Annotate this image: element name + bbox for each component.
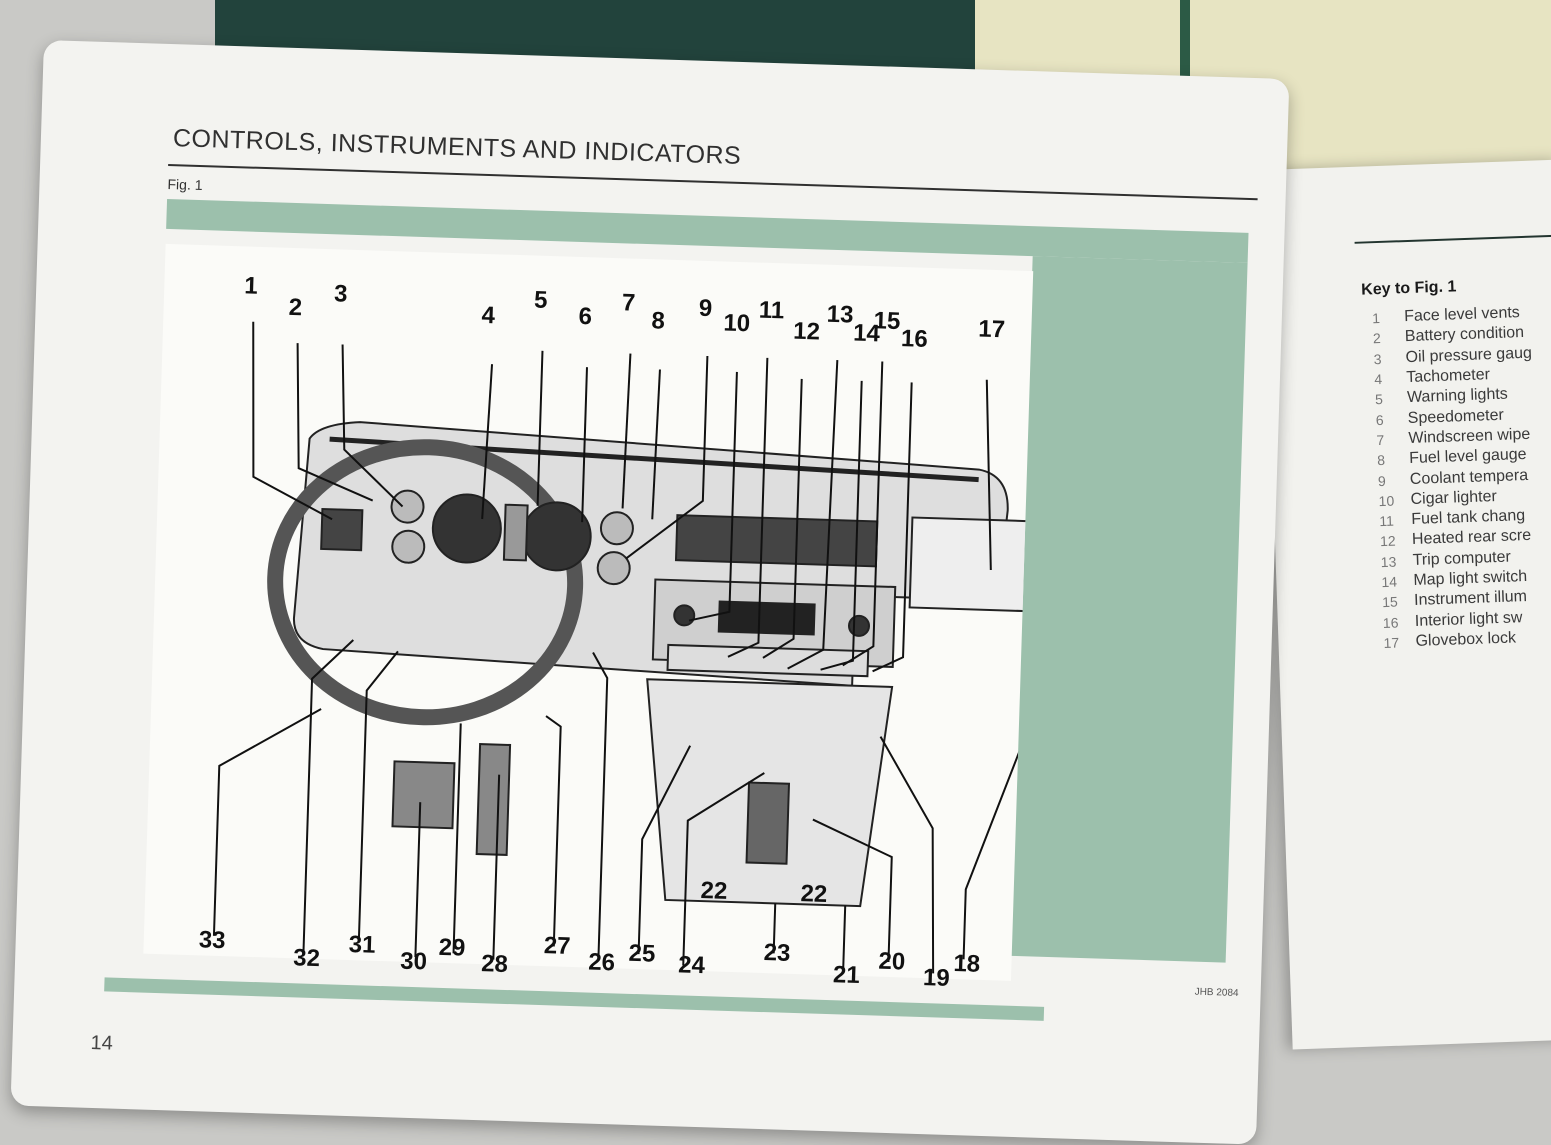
left-page: CONTROLS, INSTRUMENTS AND INDICATORS Fig… [10, 40, 1290, 1145]
header-rule [1354, 234, 1551, 244]
teal-band-bottom [104, 977, 1045, 1021]
speedometer-gauge [521, 501, 592, 572]
key-item-number: 7 [1376, 431, 1385, 449]
key-item-number: 5 [1374, 391, 1384, 408]
callout-number: 2 [288, 293, 303, 322]
callout-number: 23 [763, 939, 791, 967]
key-item-number: 13 [1380, 553, 1397, 570]
key-item-number: 17 [1383, 634, 1400, 651]
key-item-number: 16 [1382, 614, 1399, 631]
callout-number: 3 [333, 280, 348, 308]
callout-number: 9 [698, 294, 713, 323]
key-item-label: Cigar lighter [1410, 487, 1498, 508]
trip-computer-display [717, 600, 816, 636]
key-item-label: Trip computer [1412, 548, 1512, 569]
glovebox [908, 516, 1034, 616]
callout-number: 32 [292, 944, 321, 973]
callout-number: 26 [587, 948, 616, 977]
callout-number: 22 [700, 877, 728, 905]
teal-band-side [1010, 256, 1248, 963]
key-item-number: 10 [1378, 492, 1395, 509]
dashboard-illustration [212, 321, 1034, 974]
gear-selector [745, 781, 791, 865]
callout-number: 6 [578, 302, 593, 331]
callout-number: 25 [628, 939, 656, 968]
steering-wheel [267, 439, 584, 726]
key-item-number: 11 [1379, 512, 1395, 530]
key-item-label: Speedometer [1407, 406, 1505, 427]
callout-number: 24 [677, 951, 706, 980]
figure-reference: JHB 2084 [1194, 986, 1239, 999]
left-vent [320, 507, 364, 552]
callout-number: 31 [348, 931, 376, 959]
callout-number: 15 [873, 307, 901, 336]
key-item-number: 9 [1377, 472, 1386, 489]
warning-lights-panel [502, 503, 529, 562]
key-item-number: 8 [1376, 452, 1386, 469]
key-item-label: Interior light sw [1414, 608, 1523, 630]
callout-number: 5 [533, 286, 548, 314]
callout-number: 30 [399, 947, 428, 976]
key-item-number: 1 [1371, 310, 1381, 327]
callout-number: 16 [900, 325, 929, 353]
key-item-number: 14 [1381, 573, 1398, 591]
key-item-number: 6 [1375, 411, 1384, 428]
switch-panel [666, 643, 870, 678]
interior-knob [847, 614, 870, 637]
page-title: CONTROLS, INSTRUMENTS AND INDICATORS [172, 124, 742, 170]
key-item-number: 15 [1381, 593, 1399, 611]
key-item: 17 Glovebox lock [1383, 627, 1542, 653]
center-vent [674, 514, 879, 568]
callout-number: 11 [758, 296, 785, 325]
key-item-label: Instrument illum [1413, 588, 1528, 610]
key-item-label: Face level vents [1403, 304, 1521, 326]
callout-number: 20 [878, 947, 906, 976]
key-item-label: Warning lights [1406, 385, 1509, 407]
key-item-label: Tachometer [1406, 366, 1491, 387]
callout-number: 10 [723, 309, 751, 338]
small-gauge-2 [391, 529, 426, 564]
small-gauge-1 [390, 489, 425, 524]
callout-number: 18 [953, 950, 981, 978]
callout-number: 28 [480, 950, 509, 979]
callout-number: 13 [826, 300, 854, 329]
key-item-number: 2 [1372, 330, 1382, 347]
callout-number: 19 [922, 964, 951, 992]
cigar-lighter [673, 604, 696, 627]
brake-pedal [391, 760, 456, 830]
tachometer-gauge [431, 493, 502, 564]
callout-number: 17 [977, 315, 1006, 344]
callout-number: 4 [481, 301, 496, 330]
key-title: Key to Fig. 1 [1360, 278, 1457, 299]
callout-number: 8 [651, 307, 666, 335]
key-item-label: Map light switch [1413, 567, 1528, 589]
key-item-label: Fuel tank chang [1410, 507, 1526, 529]
key-item-number: 3 [1373, 350, 1382, 367]
callout-number: 21 [832, 961, 861, 990]
callout-number: 7 [621, 289, 636, 317]
figure-label: Fig. 1 [167, 175, 203, 194]
callout-number: 27 [543, 932, 571, 960]
callout-number: 33 [198, 926, 226, 955]
page-number: 14 [90, 1031, 114, 1055]
key-item-number: 4 [1374, 370, 1383, 388]
callout-number: 12 [792, 317, 821, 346]
small-gauge-4 [596, 551, 631, 586]
accelerator-pedal [475, 743, 512, 856]
callout-number: 22 [800, 880, 828, 909]
key-item-number: 12 [1379, 532, 1396, 550]
callout-number: 29 [438, 933, 466, 962]
small-gauge-3 [599, 511, 634, 546]
key-item-label: Glovebox lock [1415, 629, 1517, 650]
callout-number: 1 [243, 272, 259, 300]
leader-lines [212, 321, 1033, 974]
